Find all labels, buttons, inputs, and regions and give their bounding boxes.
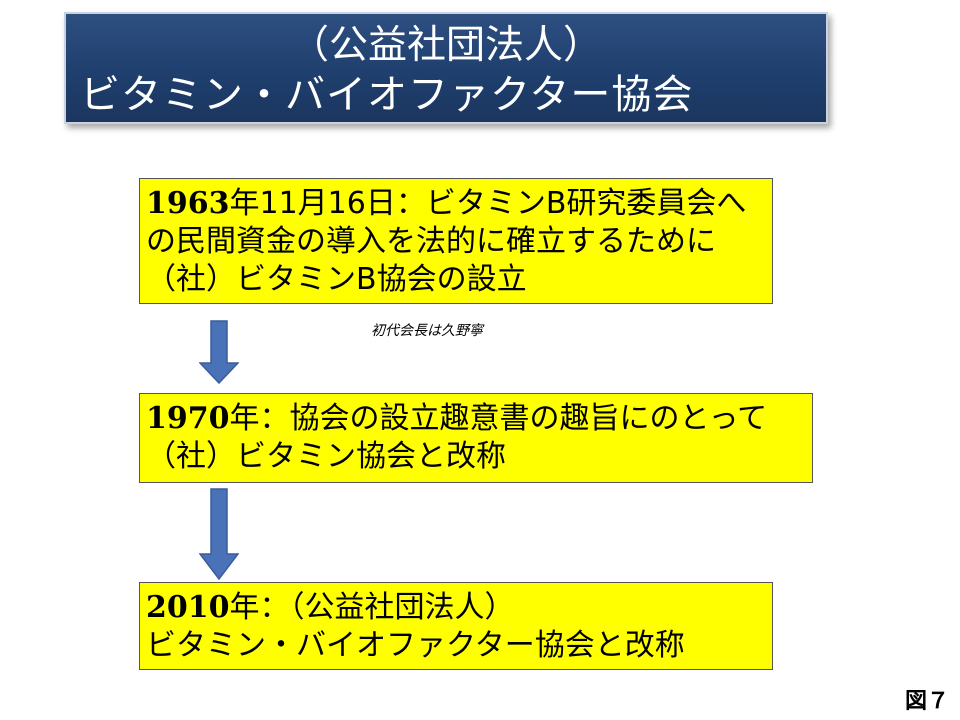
event-1-text-1: 年11月16日：ビタミンB研究委員会へ [229, 186, 747, 221]
event-box-1963: 1963年11月16日：ビタミンB研究委員会へ の民間資金の導入を法的に確立する… [139, 178, 773, 304]
first-president-note: 初代会長は久野寧 [371, 323, 483, 339]
event-box-2010: 2010年：（公益社団法人） ビタミン・バイオファクター協会と改称 [139, 582, 773, 670]
event-1-line-3: （社）ビタミンB協会の設立 [146, 262, 527, 297]
figure-label: 図７ [905, 689, 950, 714]
title-line-1: （公益社団法人） [289, 23, 602, 68]
event-3-line-1: 2010年：（公益社団法人） [146, 589, 772, 627]
event-2-year: 1970 [146, 401, 230, 436]
event-3-line-2: ビタミン・バイオファクター協会と改称 [146, 628, 685, 663]
title-line-2: ビタミン・バイオファクター協会 [80, 72, 694, 118]
event-2-line-2: （社）ビタミン協会と改称 [146, 439, 506, 474]
event-2-line-1: 1970年：協会の設立趣意書の趣旨にのとって [146, 400, 812, 438]
event-2-text-1: 年：協会の設立趣意書の趣旨にのとって [229, 401, 768, 436]
event-1-line-2: の民間資金の導入を法的に確立するために [146, 224, 716, 259]
title-banner: （公益社団法人） ビタミン・バイオファクター協会 [64, 12, 828, 124]
down-arrow-icon [199, 488, 239, 580]
event-box-1970: 1970年：協会の設立趣意書の趣旨にのとって （社）ビタミン協会と改称 [139, 393, 813, 483]
event-1-line-1: 1963年11月16日：ビタミンB研究委員会へ [146, 185, 772, 223]
event-1-year: 1963 [146, 186, 230, 221]
down-arrow-icon [199, 320, 239, 384]
event-3-year: 2010 [146, 590, 230, 625]
event-3-text-1: 年：（公益社団法人） [229, 590, 515, 625]
